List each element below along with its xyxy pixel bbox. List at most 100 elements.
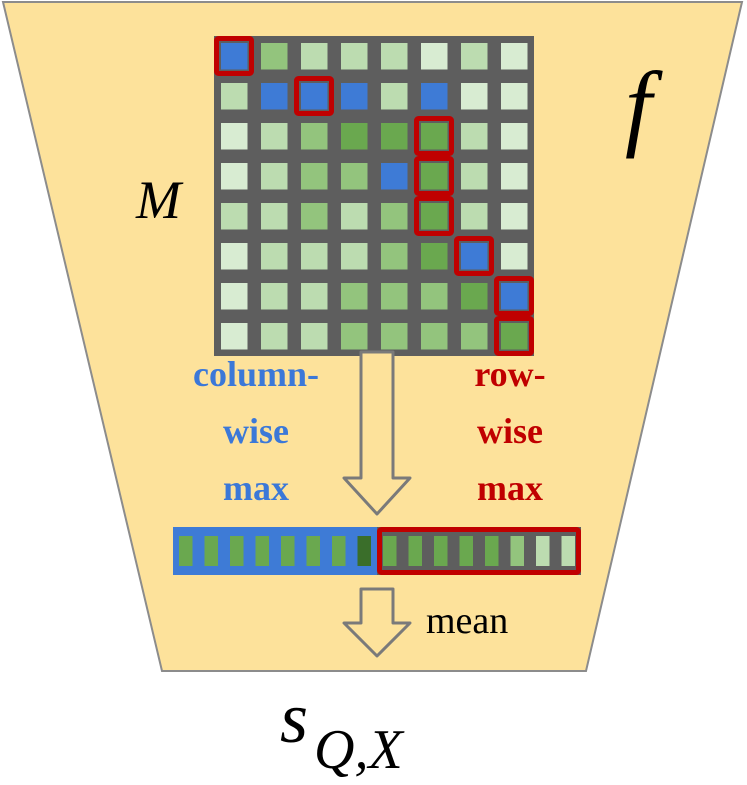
matrix-cell	[341, 323, 368, 350]
matrix-cell	[501, 43, 528, 70]
matrix-cell	[301, 43, 328, 70]
matrix-cell	[461, 203, 488, 230]
matrix-cell	[501, 323, 528, 350]
matrix-cell	[421, 123, 448, 150]
matrix-cell	[421, 203, 448, 230]
matrix-cell	[501, 243, 528, 270]
pooled-vectors	[173, 527, 581, 575]
column-label-line3: max	[223, 468, 289, 508]
row-max-vector	[377, 527, 581, 575]
matrix-cell	[341, 283, 368, 310]
matrix-cell	[381, 43, 408, 70]
score-subscript: Q,X	[314, 719, 405, 781]
score-base: s	[280, 678, 308, 758]
matrix-cell	[341, 43, 368, 70]
column-max-cell	[306, 536, 320, 566]
matrix-cell	[381, 163, 408, 190]
similarity-matrix	[214, 36, 534, 356]
row-label-line3: max	[477, 468, 543, 508]
mean-label: mean	[426, 600, 508, 642]
matrix-cell	[301, 163, 328, 190]
matrix-cell	[461, 323, 488, 350]
column-max-cell	[179, 536, 193, 566]
row-max-cell	[383, 536, 397, 566]
matrix-cell	[221, 203, 248, 230]
row-max-cell	[510, 536, 524, 566]
score-output: s Q,X	[280, 678, 405, 781]
row-max-highlight	[494, 316, 534, 356]
matrix-cell	[261, 323, 288, 350]
matrix-cell	[341, 123, 368, 150]
row-max-cell	[536, 536, 550, 566]
row-max-vector-border	[377, 527, 581, 575]
column-label-line2: wise	[223, 411, 289, 451]
row-max-highlight	[494, 276, 534, 316]
matrix-cell	[261, 123, 288, 150]
matrix-cell	[461, 123, 488, 150]
matrix-cell	[421, 283, 448, 310]
matrix-cell	[261, 283, 288, 310]
matrix-cell	[261, 43, 288, 70]
matrix-cell	[421, 243, 448, 270]
row-max-cell	[485, 536, 499, 566]
matrix-cell	[261, 243, 288, 270]
column-max-cell	[204, 536, 218, 566]
matrix-cell	[221, 163, 248, 190]
row-max-cell	[459, 536, 473, 566]
column-label-line1: column-	[193, 354, 319, 394]
matrix-cell	[261, 163, 288, 190]
column-max-cell	[230, 536, 244, 566]
matrix-cell	[501, 83, 528, 110]
matrix-cell	[421, 323, 448, 350]
matrix-cell	[221, 123, 248, 150]
matrix-cell	[461, 243, 488, 270]
column-wise-max-label: column- wise max	[193, 354, 319, 508]
matrix-cell	[461, 43, 488, 70]
mean-arrow-icon	[342, 587, 412, 658]
matrix-cell	[341, 163, 368, 190]
row-max-cell	[561, 536, 575, 566]
matrix-cell	[501, 123, 528, 150]
down-arrow-icon	[342, 350, 412, 516]
row-wise-max-label: row- wise max	[474, 354, 545, 508]
matrix-cell	[381, 323, 408, 350]
matrix-cell	[501, 283, 528, 310]
column-max-cell	[332, 536, 346, 566]
column-max-cell	[255, 536, 269, 566]
row-max-cell	[434, 536, 448, 566]
matrix-cell	[301, 83, 328, 110]
matrix-cell	[301, 323, 328, 350]
matrix-cell	[461, 83, 488, 110]
matrix-cell	[381, 203, 408, 230]
row-max-cell	[408, 536, 422, 566]
matrix-cell	[421, 43, 448, 70]
row-max-highlight	[214, 36, 254, 76]
matrix-cell	[261, 83, 288, 110]
column-max-vector	[173, 527, 377, 575]
column-max-cell	[281, 536, 295, 566]
row-max-highlight	[454, 236, 494, 276]
matrix-cell	[221, 283, 248, 310]
row-label-line2: wise	[477, 411, 543, 451]
matrix-cell	[461, 163, 488, 190]
matrix-cell	[341, 243, 368, 270]
matrix-cell	[341, 203, 368, 230]
matrix-label-m: M	[135, 170, 184, 230]
matrix-cell	[421, 83, 448, 110]
matrix-cell	[461, 283, 488, 310]
matrix-cell	[381, 243, 408, 270]
row-max-highlight	[414, 196, 454, 236]
row-max-highlight	[414, 156, 454, 196]
matrix-cell	[501, 163, 528, 190]
matrix-cell	[301, 203, 328, 230]
matrix-cell	[221, 243, 248, 270]
matrix-cell	[421, 163, 448, 190]
column-max-cell	[357, 536, 371, 566]
matrix-cell	[221, 43, 248, 70]
matrix-cell	[501, 203, 528, 230]
matrix-cell	[221, 323, 248, 350]
row-label-line1: row-	[474, 354, 545, 394]
matrix-cell	[341, 83, 368, 110]
row-max-highlight	[414, 116, 454, 156]
matrix-cell	[381, 123, 408, 150]
